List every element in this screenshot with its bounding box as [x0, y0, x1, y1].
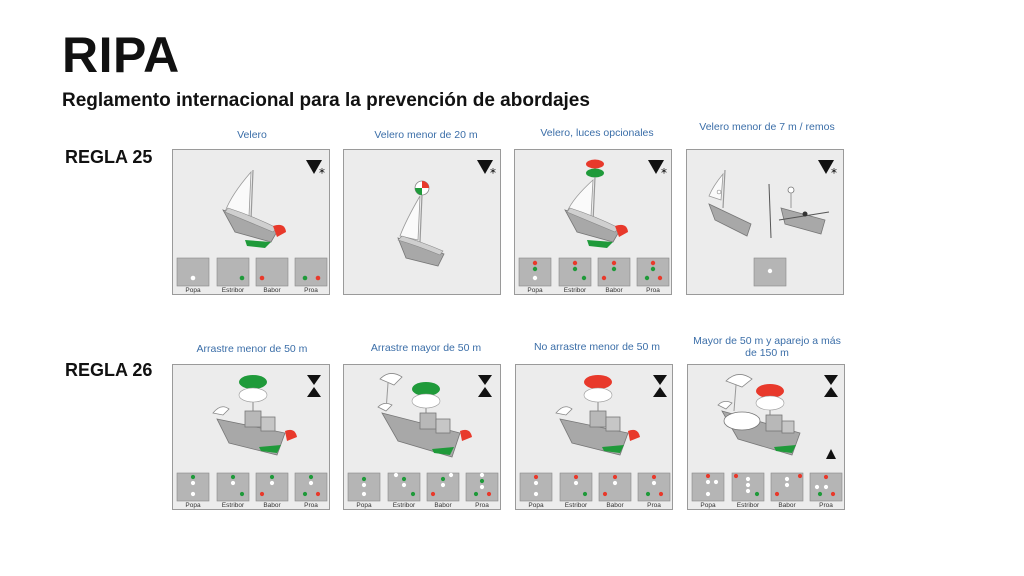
asterisk-icon: * [661, 166, 667, 180]
panel-no-arrastre-menor-50: Popa Estribor Babor Proa [515, 364, 673, 510]
view-label-proa: Proa [475, 502, 489, 509]
caption-velero-menor-20: Velero menor de 20 m [374, 129, 478, 141]
view-label-babor: Babor [263, 502, 281, 509]
sailboat-illustration [397, 180, 445, 267]
cone-down-icon [648, 160, 664, 174]
view-squares [176, 257, 328, 287]
view-label-estribor: Estribor [393, 502, 416, 509]
caption-no-arrastre-menor-50: No arrastre menor de 50 m [533, 341, 661, 353]
hourglass-icon [653, 375, 667, 397]
hourglass-icon [824, 375, 838, 397]
view-label-proa: Proa [646, 287, 660, 294]
asterisk-icon: * [490, 166, 496, 180]
view-label-proa: Proa [304, 502, 318, 509]
asterisk-icon: * [831, 166, 837, 180]
view-label-estribor: Estribor [564, 287, 587, 294]
cone-down-icon [818, 160, 834, 174]
page-subtitle: Reglamento internacional para la prevenc… [62, 90, 590, 111]
caption-velero: Velero [237, 129, 267, 141]
view-squares [519, 472, 671, 502]
caption-mayor-50-aparejo: Mayor de 50 m y aparejo a más de 150 m [693, 335, 841, 359]
fishing-vessel-illustration [555, 375, 640, 456]
trawler-illustration [377, 373, 472, 458]
view-label-popa: Popa [185, 287, 201, 294]
cone-up-icon [826, 449, 836, 459]
view-label-estribor: Estribor [737, 502, 760, 509]
view-squares [176, 472, 328, 502]
trawler-illustration [212, 375, 297, 456]
view-square [753, 257, 787, 287]
fishing-vessel-illustration [717, 374, 801, 456]
caption-velero-menor-7: Velero menor de 7 m / remos [699, 121, 835, 133]
view-label-proa: Proa [304, 287, 318, 294]
view-label-estribor: Estribor [565, 502, 588, 509]
view-label-babor: Babor [606, 502, 624, 509]
view-squares [518, 257, 670, 287]
page-title: RIPA [62, 27, 180, 83]
view-label-popa: Popa [528, 502, 544, 509]
asterisk-icon: * [319, 166, 325, 180]
rowboat-illustration [768, 183, 830, 239]
sailboat-illustration [564, 159, 628, 248]
hourglass-icon [307, 375, 321, 397]
rule-26-label: REGLA 26 [65, 360, 153, 380]
view-label-popa: Popa [527, 287, 543, 294]
cone-down-icon [306, 160, 322, 174]
caption-velero-luces-opcionales: Velero, luces opcionales [540, 127, 654, 139]
view-label-babor: Babor [605, 287, 623, 294]
view-squares [691, 472, 843, 502]
caption-arrastre-mayor-50: Arrastre mayor de 50 m [370, 342, 482, 354]
panel-arrastre-menor-50: Popa Estribor Babor Proa [172, 364, 330, 510]
hourglass-icon [478, 375, 492, 397]
cone-down-icon [477, 160, 493, 174]
view-label-babor: Babor [434, 502, 452, 509]
rule-25-label: REGLA 25 [65, 147, 153, 167]
view-label-babor: Babor [778, 502, 796, 509]
view-label-estribor: Estribor [222, 287, 245, 294]
sailboat-illustration [222, 169, 286, 248]
panel-velero-menor-20: * [343, 149, 501, 295]
panel-arrastre-mayor-50: Popa Estribor Babor Proa [343, 364, 501, 510]
view-label-babor: Babor [263, 287, 281, 294]
view-label-popa: Popa [185, 502, 201, 509]
view-label-proa: Proa [647, 502, 661, 509]
panel-velero: * Popa Estribor Babor Proa [172, 149, 330, 295]
view-label-estribor: Estribor [222, 502, 245, 509]
panel-mayor-50-aparejo: Popa Estribor Babor Proa [687, 364, 845, 510]
view-label-proa: Proa [819, 502, 833, 509]
view-label-popa: Popa [356, 502, 372, 509]
panel-velero-menor-7: * [686, 149, 844, 295]
view-squares [347, 472, 499, 502]
small-sailboat-illustration [708, 169, 752, 237]
caption-arrastre-menor-50: Arrastre menor de 50 m [196, 343, 308, 355]
panel-velero-luces-opcionales: * Popa Estribor Babor Proa [514, 149, 672, 295]
view-label-popa: Popa [700, 502, 716, 509]
